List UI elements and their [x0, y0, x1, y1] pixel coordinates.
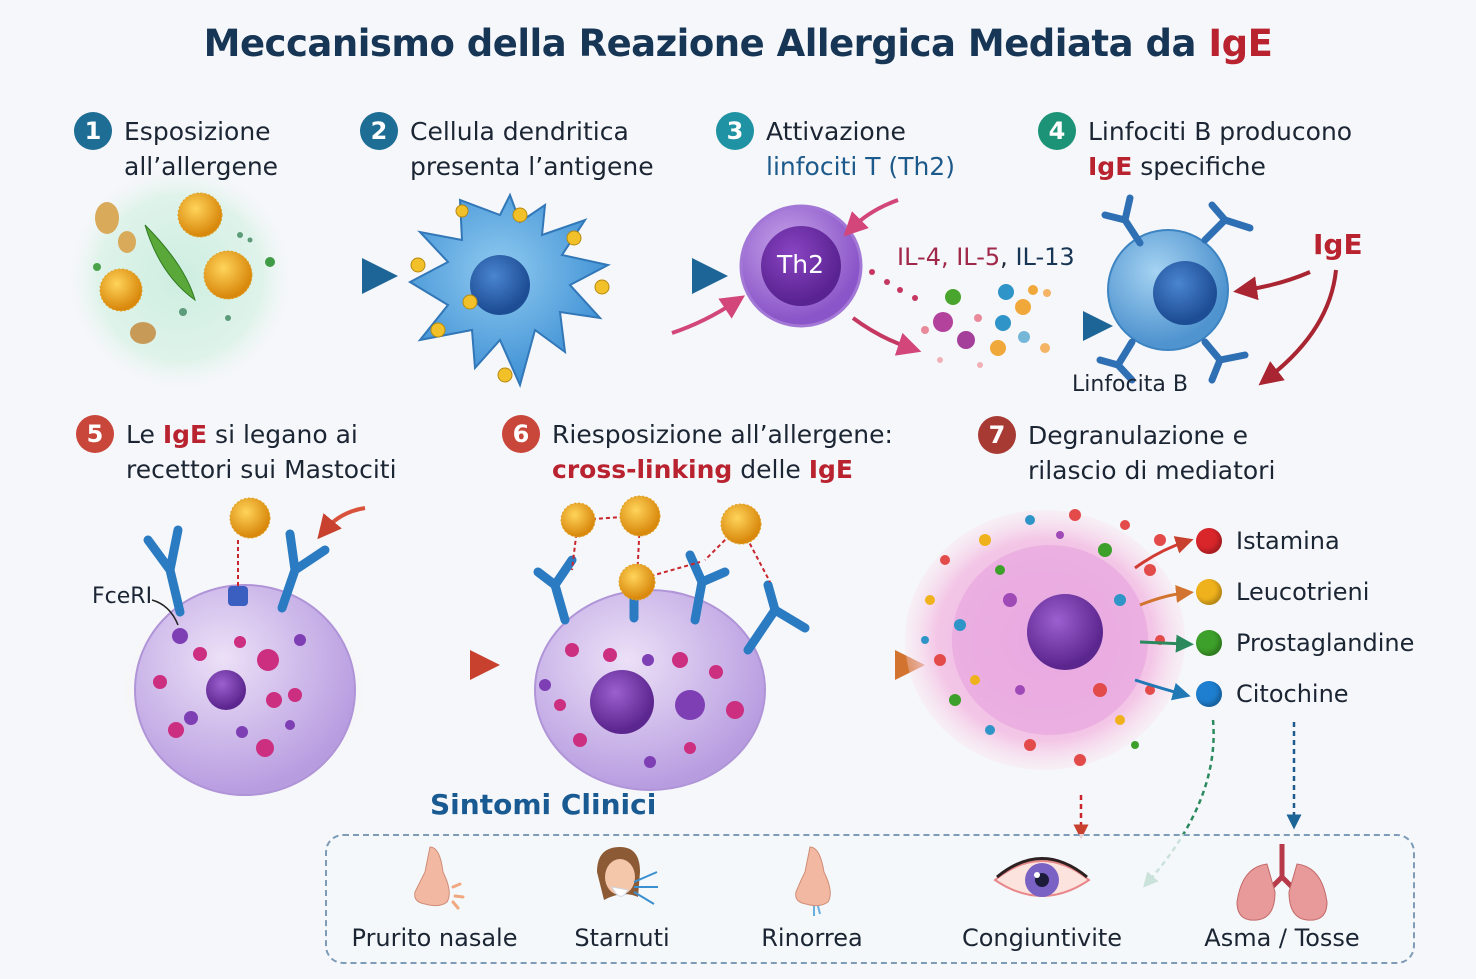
- symptom-starnuti: Starnuti: [552, 836, 692, 962]
- symptom-prurito-nasale: Prurito nasale: [347, 836, 522, 962]
- step-title-line2: cross-linking delle IgE: [552, 452, 893, 487]
- th2-label: Th2: [777, 250, 825, 279]
- step-3: 3 Attivazione linfociti T (Th2): [716, 112, 955, 184]
- allergen-cluster-icon: [62, 160, 298, 396]
- mediator-label: Istamina: [1236, 526, 1340, 555]
- cytokines-il4-il5: IL-4, IL-5: [897, 243, 1001, 271]
- mast-cell-sensitized-icon: [105, 497, 385, 800]
- cross-linking-highlight: cross-linking: [552, 455, 733, 484]
- symptom-label: Congiuntivite: [961, 924, 1123, 952]
- step-title-line2: all’allergene: [124, 152, 279, 181]
- eye-icon: [993, 857, 1091, 897]
- step-title-rest: specifiche: [1132, 152, 1266, 181]
- step-title-rest: si legano ai: [207, 420, 358, 449]
- lungs-icon: [1236, 844, 1328, 921]
- symptom-label: Starnuti: [574, 924, 670, 952]
- mast-cell-crosslinking-icon: [533, 495, 810, 791]
- symptom-rinorrea: Rinorrea: [742, 836, 882, 962]
- title-text: Meccanismo della Reazione Allergica Medi…: [203, 22, 1197, 65]
- step-number-badge: 1: [74, 112, 112, 150]
- step-6: 6 Riesposizione all’allergene: cross-link…: [502, 415, 893, 487]
- step-number-badge: 6: [502, 415, 540, 453]
- step-title-line2: presenta l’antigene: [410, 152, 654, 181]
- step-title-line1: Attivazione: [766, 117, 906, 146]
- title-highlight: IgE: [1208, 22, 1273, 65]
- mediator-citochine: Citochine: [1196, 668, 1414, 719]
- step-number-badge: 7: [978, 416, 1016, 454]
- step-2: 2 Cellula dendritica presenta l’antigene: [360, 112, 654, 184]
- step-title-line1: Degranulazione e: [1028, 421, 1248, 450]
- sneezing-person-icon: [597, 847, 658, 905]
- step-number-badge: 2: [360, 112, 398, 150]
- ige-highlight: IgE: [1088, 152, 1133, 181]
- symptom-label: Prurito nasale: [351, 924, 518, 952]
- mediator-label: Leucotrieni: [1236, 577, 1370, 606]
- cytokine-particles-icon: [869, 269, 1051, 368]
- symptom-label: Rinorrea: [761, 924, 863, 952]
- step-1: 1 Esposizione all’allergene: [74, 112, 279, 184]
- prostaglandine-dot-icon: [1196, 629, 1222, 656]
- istamina-dot-icon: [1196, 527, 1222, 554]
- ige-highlight: IgE: [808, 455, 853, 484]
- step-number-badge: 5: [76, 415, 114, 453]
- cytokines-separator: ,: [1000, 243, 1016, 271]
- symptom-congiuntivite: Congiuntivite: [952, 836, 1132, 962]
- ige-label: IgE: [1313, 228, 1363, 261]
- step-title-line1: Riesposizione all’allergene:: [552, 420, 893, 449]
- dendritic-cell-icon: [407, 192, 611, 388]
- fceri-label: FceRI: [92, 584, 153, 609]
- step-title-line1: Le IgE si legano ai: [126, 417, 397, 452]
- step-number-badge: 4: [1038, 112, 1076, 150]
- step-title-line2: linfociti T (Th2): [766, 152, 955, 181]
- citochine-dot-icon: [1196, 680, 1222, 707]
- mediators-legend: Istamina Leucotrieni Prostaglandine Cito…: [1196, 515, 1414, 719]
- mediator-label: Citochine: [1236, 679, 1349, 708]
- step-title-pre: Le: [126, 420, 163, 449]
- cytokines-label: IL-4, IL-5, IL-13: [897, 243, 1075, 271]
- mediator-label: Prostaglandine: [1236, 628, 1415, 657]
- step-title-line1: Linfociti B producono: [1088, 117, 1353, 146]
- linfocita-b-label: Linfocita B: [1072, 372, 1188, 397]
- step-number-badge: 3: [716, 112, 754, 150]
- symptoms-title: Sintomi Clinici: [430, 788, 657, 821]
- step-title-line2: recettori sui Mastociti: [126, 455, 397, 484]
- mediator-prostaglandine: Prostaglandine: [1196, 617, 1414, 668]
- itchy-nose-icon: [413, 846, 464, 910]
- b-cell-icon: [1096, 194, 1254, 384]
- symptoms-panel: Prurito nasale Starnuti Rinorrea Congiun…: [325, 834, 1415, 964]
- runny-nose-icon: [795, 846, 831, 916]
- step-title-line2: IgE specifiche: [1088, 149, 1352, 184]
- step-5: 5 Le IgE si legano ai recettori sui Masto…: [76, 415, 397, 487]
- mediator-istamina: Istamina: [1196, 515, 1414, 566]
- mediator-leucotrieni: Leucotrieni: [1196, 566, 1414, 617]
- symptom-label: Asma / Tosse: [1204, 924, 1360, 952]
- ige-highlight: IgE: [162, 420, 208, 449]
- cytokines-il13: IL-13: [1015, 243, 1075, 271]
- degranulating-mast-cell-icon: [905, 509, 1194, 770]
- step-title-line1: Esposizione: [124, 117, 271, 146]
- leucotrieni-dot-icon: [1196, 578, 1222, 605]
- step-title-mid: delle: [732, 455, 809, 484]
- step-title-line2: rilascio di mediatori: [1028, 456, 1276, 485]
- step-title-line1: Cellula dendritica: [410, 117, 629, 146]
- th2-cell-icon: [739, 204, 863, 328]
- symptom-asma-tosse: Asma / Tosse: [1197, 836, 1367, 962]
- step-7: 7 Degranulazione e rilascio di mediatori: [978, 416, 1276, 488]
- page-title: Meccanismo della Reazione Allergica Medi…: [0, 22, 1476, 65]
